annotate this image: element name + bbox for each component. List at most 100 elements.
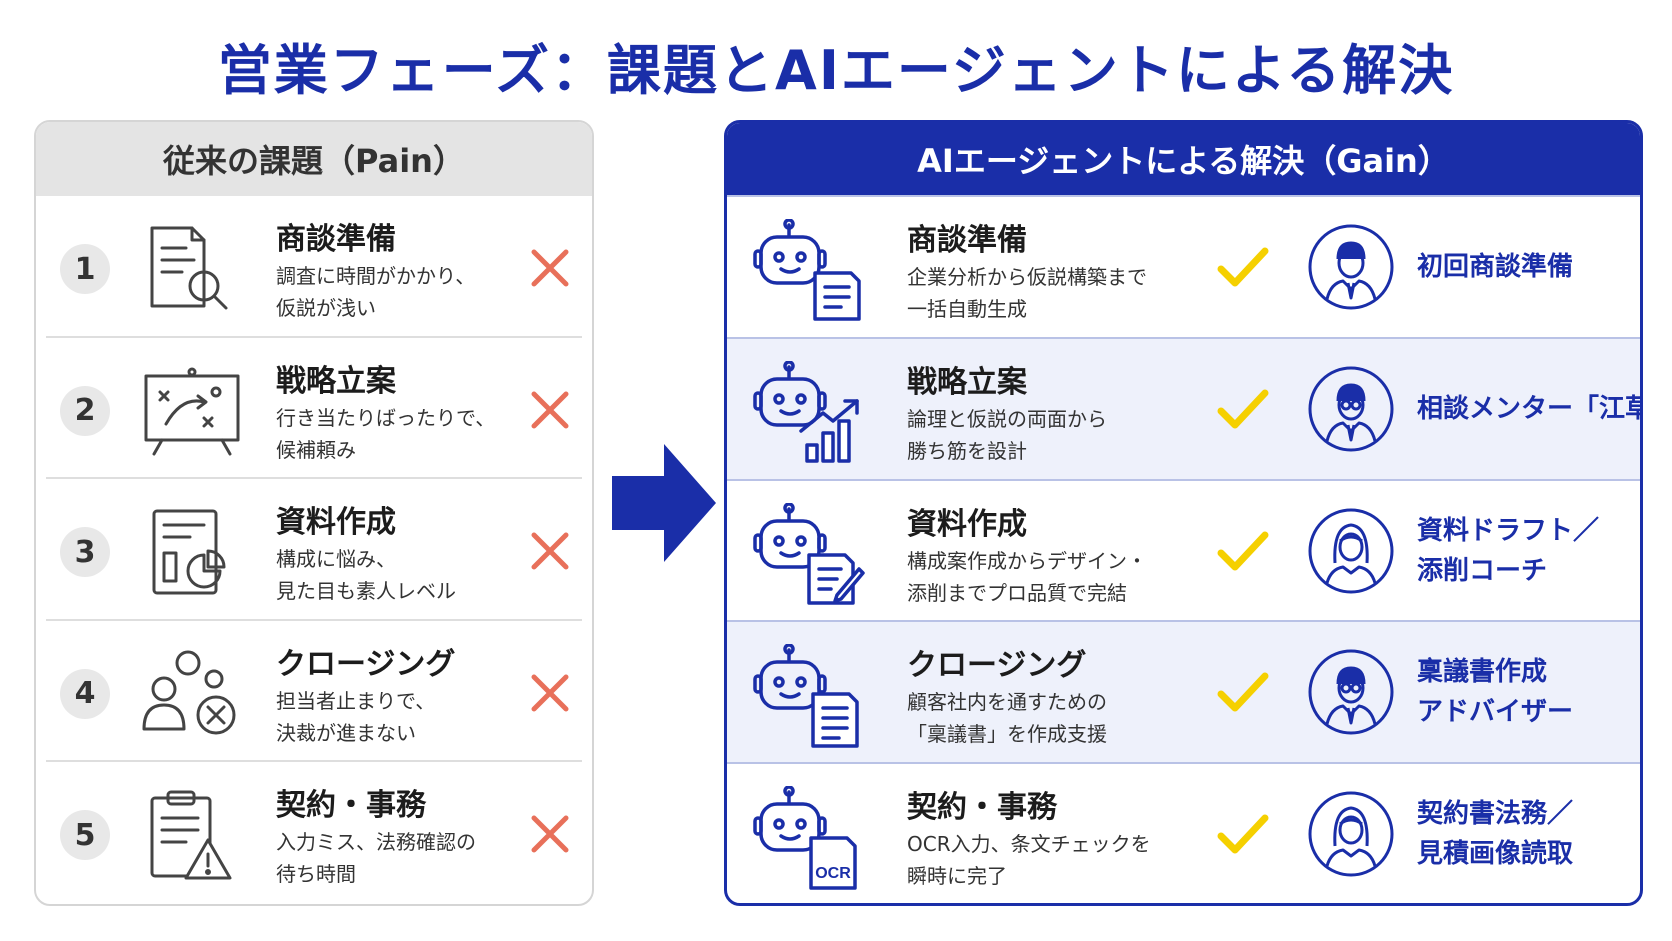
agent-name-line: 稟議書作成	[1417, 657, 1548, 688]
pain-row: 5 契約・事務 入力ミス、法務確認の 待ち時間	[46, 762, 582, 904]
report-chart-icon	[152, 509, 226, 595]
gain-desc-line: 勝ち筋を設計	[907, 438, 1027, 463]
pain-description: 担当者止まりで、 決裁が進まない	[276, 685, 435, 749]
document-search-icon	[150, 226, 228, 310]
pain-desc-line: 決裁が進まない	[276, 720, 416, 745]
cross-icon	[528, 388, 572, 432]
gain-row: 商談準備 企業分析から仮説構築まで 一括自動生成 初回商談準備	[727, 195, 1640, 337]
robot-pen-icon	[753, 503, 865, 605]
pain-desc-line: 仮説が浅い	[276, 296, 376, 320]
pain-desc-line: 待ち時間	[276, 862, 356, 886]
female-agent-icon	[1307, 790, 1395, 878]
agent-name-line: 契約書法務／	[1417, 799, 1574, 830]
robot-chart-icon	[753, 361, 859, 463]
male-glasses-agent-icon	[1307, 365, 1395, 453]
robot-document-icon	[753, 644, 859, 749]
right-arrow-icon	[612, 444, 716, 562]
gain-row: OCR 契約・事務 OCR入力、条文チェックを 瞬時に完了 契約書法務／ 見積画…	[727, 762, 1640, 903]
gain-desc-line: 構成案作成からデザイン・	[907, 548, 1147, 573]
pain-title: 商談準備	[276, 222, 396, 257]
cross-icon	[528, 529, 572, 573]
check-icon	[1217, 812, 1269, 858]
check-icon	[1217, 387, 1269, 433]
gain-row: 戦略立案 論理と仮説の両面から 勝ち筋を設計 相談メンター「江草」	[727, 336, 1640, 479]
pain-title: クロージング	[276, 646, 456, 682]
gain-desc-line: 瞬時に完了	[907, 864, 1007, 889]
agent-name-line: 相談メンター「江草」	[1417, 393, 1640, 424]
robot-document-icon	[753, 219, 861, 321]
agent-name: 初回商談準備	[1417, 247, 1573, 287]
check-icon	[1217, 670, 1269, 716]
pain-panel: 従来の課題（Pain） 1 商談準備 調査に時間がかかり、 仮説が浅い 2	[34, 120, 594, 906]
pain-desc-line: 候補頼み	[276, 437, 356, 462]
gain-description: 企業分析から仮説構築まで 一括自動生成	[907, 261, 1147, 325]
pain-title: 資料作成	[276, 505, 396, 540]
male-glasses-agent-icon	[1307, 648, 1395, 736]
agent-name-line: アドバイザー	[1417, 697, 1574, 728]
agent-name-line: 見積画像読取	[1417, 839, 1574, 870]
agent-name: 資料ドラフト／ 添削コーチ	[1417, 511, 1599, 591]
cross-icon	[528, 812, 572, 856]
gain-panel: AIエージェントによる解決（Gain） 商談準備 企業分析から仮説構築まで 一括…	[724, 120, 1643, 906]
pain-desc-line: 見た目も素人レベル	[276, 579, 456, 603]
gain-title: 戦略立案	[907, 364, 1027, 400]
gain-desc-line: OCR入力、条文チェックを	[907, 832, 1151, 857]
step-number-badge: 1	[60, 244, 110, 294]
gain-desc-line: 企業分析から仮説構築まで	[907, 265, 1147, 289]
gain-title: クロージング	[907, 648, 1087, 684]
check-icon	[1217, 245, 1269, 291]
step-number-badge: 5	[60, 810, 110, 860]
cross-icon	[528, 671, 572, 715]
gain-header: AIエージェントによる解決（Gain）	[727, 123, 1640, 195]
step-number-badge: 3	[60, 527, 110, 577]
gain-desc-line: 論理と仮説の両面から	[907, 406, 1107, 431]
gain-row: クロージング 顧客社内を通すための 「稟議書」を作成支援 稟議書作成 アドバイザ…	[727, 620, 1640, 763]
pain-description: 行き当たりばったりで、 候補頼み	[276, 402, 495, 466]
page-title: 営業フェーズ：課題とAIエージェントによる解決	[217, 39, 1455, 102]
pain-desc-line: 構成に悩み、	[276, 547, 396, 571]
gain-title: 資料作成	[907, 506, 1027, 542]
step-number-badge: 4	[60, 668, 110, 719]
robot-ocr-icon: OCR	[753, 786, 857, 890]
check-icon	[1217, 529, 1269, 575]
male-agent-icon	[1307, 223, 1395, 311]
ocr-label: OCR	[815, 865, 851, 882]
gain-description: 論理と仮説の両面から 勝ち筋を設計	[907, 403, 1107, 467]
pain-row: 2 戦略立案 行き当たりばったりで、 候補頼み	[46, 338, 582, 479]
people-blocked-icon	[142, 650, 236, 734]
agent-name-line: 資料ドラフト／	[1417, 515, 1600, 546]
agent-name: 相談メンター「江草」	[1417, 389, 1640, 429]
gain-desc-line: 「稟議書」を作成支援	[907, 722, 1107, 747]
gain-desc-line: 顧客社内を通すための	[907, 690, 1107, 715]
strategy-board-icon	[144, 367, 240, 455]
pain-row: 4 クロージング 担当者止まりで、 決裁が進まない	[46, 621, 582, 762]
agent-name: 稟議書作成 アドバイザー	[1417, 652, 1573, 732]
pain-row: 1 商談準備 調査に時間がかかり、 仮説が浅い	[46, 196, 582, 338]
gain-description: 顧客社内を通すための 「稟議書」を作成支援	[907, 686, 1107, 750]
pain-description: 調査に時間がかかり、 仮説が浅い	[276, 260, 475, 324]
pain-header: 従来の課題（Pain）	[36, 122, 592, 196]
step-number-badge: 2	[60, 385, 110, 436]
pain-title: 契約・事務	[276, 788, 426, 823]
gain-desc-line: 一括自動生成	[907, 297, 1027, 321]
gain-title: 商談準備	[907, 223, 1027, 258]
female-agent-icon	[1307, 507, 1395, 595]
pain-desc-line: 入力ミス、法務確認の	[276, 830, 476, 854]
cross-icon	[528, 246, 572, 290]
gain-desc-line: 添削までプロ品質で完結	[907, 580, 1127, 605]
pain-row: 3 資料作成 構成に悩み、 見た目も素人レベル	[46, 479, 582, 621]
pain-title: 戦略立案	[276, 363, 396, 399]
gain-description: OCR入力、条文チェックを 瞬時に完了	[907, 828, 1151, 892]
gain-title: 契約・事務	[907, 790, 1057, 826]
agent-name-line: 添削コーチ	[1417, 555, 1548, 586]
agent-name-line: 初回商談準備	[1417, 252, 1574, 282]
clipboard-warning-icon	[150, 790, 232, 880]
agent-name: 契約書法務／ 見積画像読取	[1417, 794, 1573, 874]
gain-row: 資料作成 構成案作成からデザイン・ 添削までプロ品質で完結 資料ドラフト／ 添削…	[727, 478, 1640, 621]
pain-desc-line: 行き当たりばったりで、	[276, 405, 496, 430]
pain-description: 構成に悩み、 見た目も素人レベル	[276, 543, 456, 607]
gain-description: 構成案作成からデザイン・ 添削までプロ品質で完結	[907, 545, 1147, 609]
pain-desc-line: 調査に時間がかかり、	[276, 264, 476, 288]
pain-desc-line: 担当者止まりで、	[276, 688, 436, 713]
pain-description: 入力ミス、法務確認の 待ち時間	[276, 826, 476, 890]
